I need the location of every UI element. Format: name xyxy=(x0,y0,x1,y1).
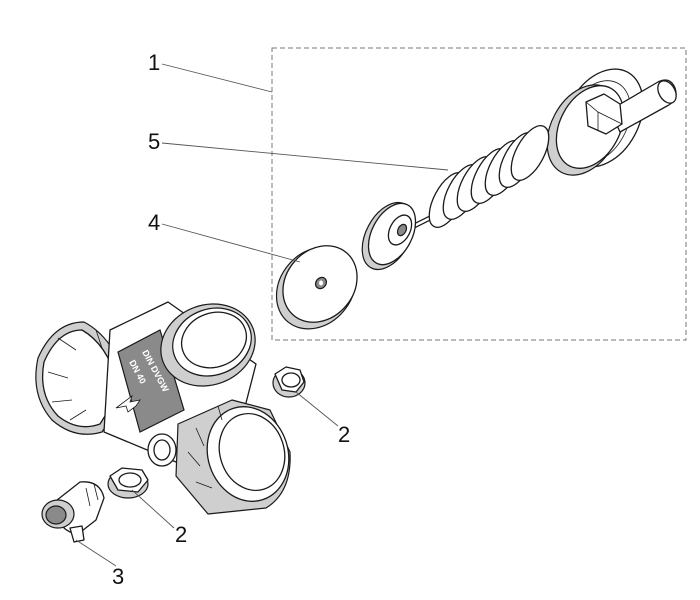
leader-3 xyxy=(75,539,117,567)
callout-4: 4 xyxy=(148,210,160,235)
leader-4 xyxy=(161,223,301,263)
part-seal-disc xyxy=(275,245,358,330)
callout-2-upper: 2 xyxy=(338,422,350,447)
part-elbow-fitting xyxy=(41,481,105,543)
callout-5: 5 xyxy=(148,129,160,154)
callout-2-lower: 2 xyxy=(175,522,187,547)
part-bonnet xyxy=(546,68,677,176)
leader-1 xyxy=(161,63,273,93)
part-valve-body: DIN DVGW DN 40 xyxy=(35,301,291,515)
callout-3: 3 xyxy=(112,564,124,589)
part-plug-upper xyxy=(272,366,306,398)
part-spring xyxy=(361,125,550,271)
leader-2b xyxy=(131,489,175,529)
leader-2a xyxy=(295,391,339,427)
assembly-frame xyxy=(271,47,687,341)
part-plug-lower xyxy=(107,467,149,499)
leader-5 xyxy=(161,142,449,171)
callout-1: 1 xyxy=(148,50,160,75)
